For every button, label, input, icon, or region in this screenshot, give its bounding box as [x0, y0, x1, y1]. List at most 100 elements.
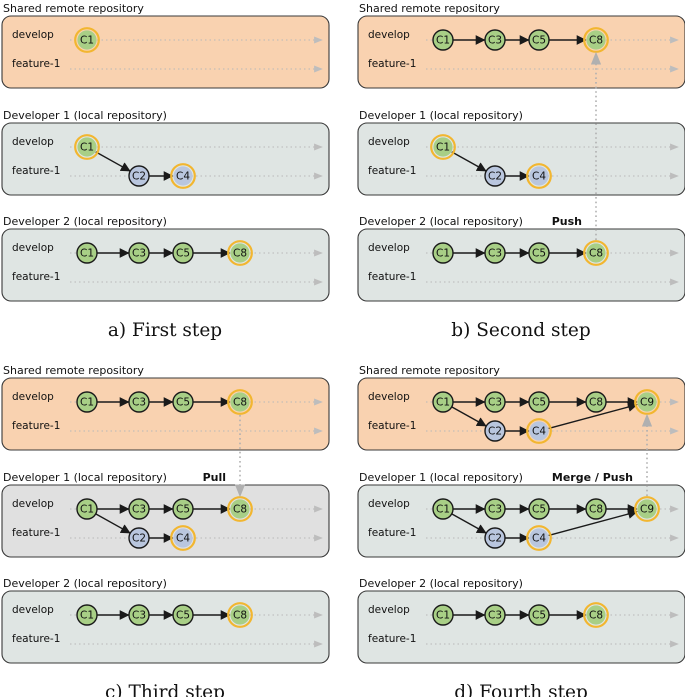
branch-label-develop: develop: [368, 391, 410, 403]
repository-box: [1, 15, 330, 89]
commit-node: [77, 137, 97, 157]
commit-label: C5: [176, 397, 190, 409]
commit-c4: C4: [526, 163, 552, 189]
commit-c3: C3: [128, 498, 150, 520]
remote-repository-section: Shared remote repositorydevelopfeature-1…: [1, 364, 330, 451]
section-title: Developer 2 (local repository): [359, 577, 523, 590]
branch-label-feature-1: feature-1: [12, 271, 60, 283]
commit-node: [76, 391, 98, 413]
commit-c5: C5: [528, 498, 550, 520]
commit-node: [528, 29, 550, 51]
commit-label: C1: [436, 397, 450, 409]
commit-label: C4: [176, 171, 190, 183]
commit-node: [637, 499, 657, 519]
commit-c5: C5: [528, 242, 550, 264]
commit-c1: C1: [432, 391, 454, 413]
commit-c2: C2: [128, 165, 150, 187]
commit-c2: C2: [484, 165, 506, 187]
commit-highlight-ring: [430, 134, 456, 160]
action-label: Pull: [203, 471, 226, 484]
commit-node: [128, 165, 150, 187]
commit-node: [529, 166, 549, 186]
repository-box: [357, 122, 685, 196]
commit-c2: C2: [484, 527, 506, 549]
commit-node: [484, 391, 506, 413]
repository-box: [1, 590, 330, 664]
commit-label: C3: [488, 397, 502, 409]
commit-label: C1: [80, 504, 94, 516]
repository-box: [357, 484, 685, 558]
branch-label-feature-1: feature-1: [368, 58, 416, 70]
commit-node: [433, 137, 453, 157]
local-repository-section: Developer 2 (local repository)developfea…: [1, 577, 330, 664]
commit-label: C1: [80, 610, 94, 622]
commit-edge-c4-c9: [548, 509, 638, 537]
repository-box: [357, 590, 685, 664]
commit-c2: C2: [484, 420, 506, 442]
commit-node: [128, 527, 150, 549]
commit-highlight-ring: [74, 27, 100, 53]
commit-label: C1: [436, 248, 450, 260]
commit-c1: C1: [432, 242, 454, 264]
panel-2: Shared remote repository develop feature-1…: [357, 2, 685, 341]
commit-highlight-ring: [583, 602, 609, 628]
commit-c8: C8: [583, 240, 609, 266]
commit-c1: C1: [432, 604, 454, 626]
section-title: Developer 1 (local repository): [359, 109, 523, 122]
commit-highlight-ring: [526, 163, 552, 189]
commit-label: C5: [176, 504, 190, 516]
commit-node: [77, 30, 97, 50]
remote-repository-section: Shared remote repository develop feature-1…: [357, 2, 685, 89]
commit-label: C3: [488, 504, 502, 516]
commit-node: [528, 391, 550, 413]
commit-label: C8: [233, 610, 247, 622]
commit-label: C2: [488, 533, 502, 545]
commit-node: [172, 242, 194, 264]
branch-label-feature-1: feature-1: [368, 633, 416, 645]
commit-highlight-ring: [227, 389, 253, 415]
commit-c1: C1: [76, 391, 98, 413]
commit-c3: C3: [484, 29, 506, 51]
commit-label: C8: [589, 504, 603, 516]
branch-label-feature-1: feature-1: [368, 420, 416, 432]
commit-node: [484, 420, 506, 442]
commit-c4: C4: [170, 525, 196, 551]
repository-box: [1, 122, 330, 196]
section-title: Shared remote repository: [3, 2, 144, 15]
commit-edge-c1-c2: [451, 513, 487, 534]
repository-box: [357, 228, 685, 302]
section-title: Developer 2 (local repository): [3, 577, 167, 590]
commit-c9: C9: [634, 496, 660, 522]
commit-node: [586, 605, 606, 625]
commit-node: [528, 242, 550, 264]
branch-label-develop: develop: [368, 604, 410, 616]
branch-label-develop: develop: [12, 498, 54, 510]
local-repository-section: Developer 1 (local repository)developfea…: [357, 109, 685, 196]
commit-c3: C3: [484, 498, 506, 520]
branch-label-develop: develop: [12, 136, 54, 148]
commit-label: C1: [436, 504, 450, 516]
commit-highlight-ring: [634, 496, 660, 522]
commit-node: [585, 498, 607, 520]
commit-label: C1: [80, 397, 94, 409]
commit-c5: C5: [528, 29, 550, 51]
section-title: Shared remote repository: [359, 2, 500, 15]
branch-label-develop: develop: [368, 29, 410, 41]
commit-node: [76, 498, 98, 520]
commit-node: [172, 391, 194, 413]
commit-c4: C4: [526, 418, 552, 444]
commit-label: C8: [589, 397, 603, 409]
commit-c8: C8: [227, 496, 253, 522]
local-repository-section: Developer 1 (local repository)developfea…: [1, 471, 330, 558]
commit-node: [230, 605, 250, 625]
commit-label: C5: [532, 248, 546, 260]
commit-edge-c1-c2: [451, 151, 487, 172]
commit-c3: C3: [128, 604, 150, 626]
panel-caption: a) First step: [108, 320, 222, 341]
commit-highlight-ring: [227, 240, 253, 266]
commit-highlight-ring: [74, 134, 100, 160]
commit-node: [484, 498, 506, 520]
commit-highlight-ring: [170, 163, 196, 189]
action-label: Push: [552, 215, 582, 228]
commit-node: [484, 29, 506, 51]
